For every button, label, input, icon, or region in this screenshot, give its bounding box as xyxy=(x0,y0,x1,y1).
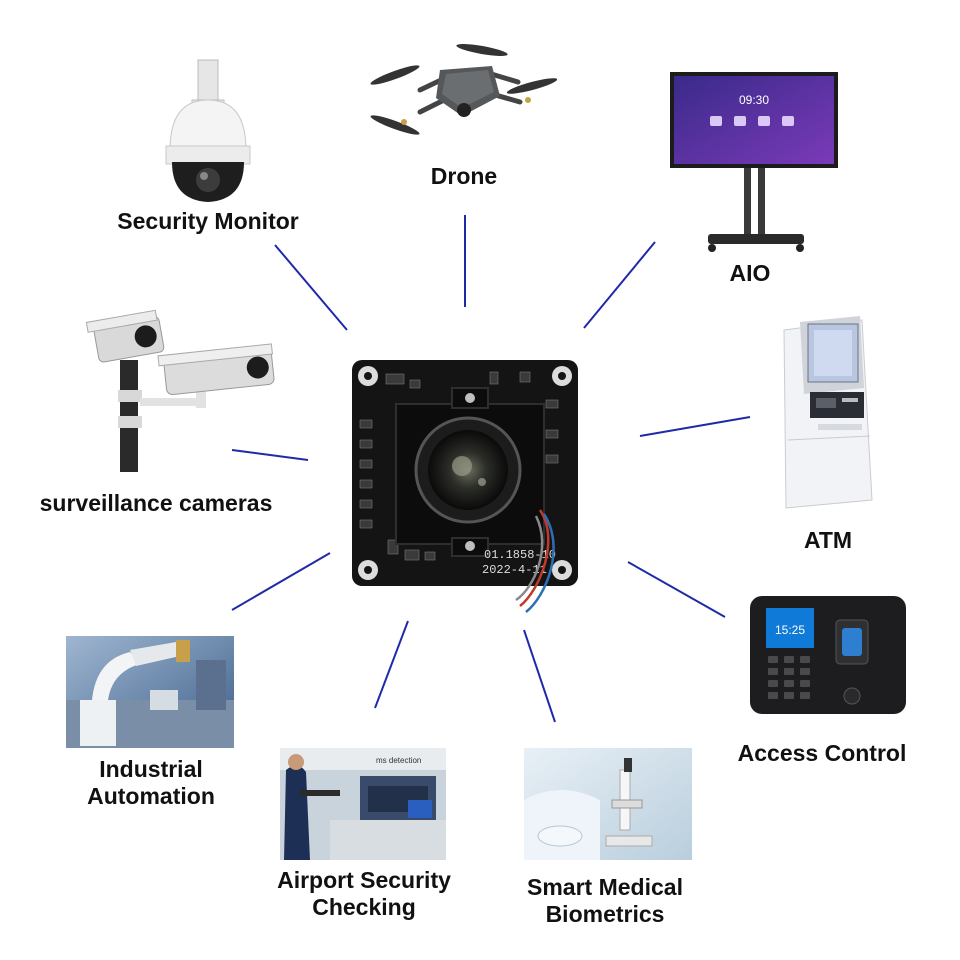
connector-smart-medical xyxy=(523,629,556,723)
connector-atm xyxy=(639,416,751,437)
label-aio: AIO xyxy=(700,260,800,287)
label-surveillance-cameras: surveillance cameras xyxy=(28,490,284,517)
drone-icon xyxy=(370,44,558,135)
label-smart-medical: Smart Medical Biometrics xyxy=(505,874,705,928)
label-access-control-line1: Access Control xyxy=(737,740,907,766)
label-atm-line1: ATM xyxy=(803,527,853,553)
fingerprint-terminal-icon: 15:25 xyxy=(750,596,906,714)
dome-camera-icon xyxy=(165,59,251,202)
aio-screen-time: 09:30 xyxy=(739,93,769,107)
access-screen-time: 15:25 xyxy=(775,623,805,637)
connector-surveillance-cameras xyxy=(231,449,309,461)
camera-module-board: 01.1858-10 2022-4-11 xyxy=(352,360,578,613)
connector-industrial-automation xyxy=(231,552,331,611)
connector-access-control xyxy=(627,561,726,618)
label-industrial-automation-line2: Automation xyxy=(87,783,215,809)
label-drone-line1: Drone xyxy=(430,163,498,189)
connector-aio xyxy=(583,241,656,329)
label-security-monitor-line1: Security Monitor xyxy=(117,208,299,234)
label-industrial-automation: Industrial Automation xyxy=(56,756,246,810)
robot-arm-icon xyxy=(66,636,234,748)
connector-lines xyxy=(231,215,751,723)
connector-airport-security xyxy=(374,620,409,709)
label-atm: ATM xyxy=(780,527,876,554)
label-surveillance-cameras-line1: surveillance cameras xyxy=(39,490,273,516)
label-security-monitor: Security Monitor xyxy=(98,208,318,235)
label-industrial-automation-line1: Industrial xyxy=(99,756,203,782)
label-airport-security-line1: Airport Security xyxy=(277,867,451,893)
board-wires xyxy=(515,509,555,613)
airport-sign-text: ms detection xyxy=(376,756,421,765)
label-airport-security: Airport Security Checking xyxy=(262,867,466,921)
label-aio-line1: AIO xyxy=(729,260,771,286)
smd-components xyxy=(359,371,559,561)
interactive-display-icon: 09:30 xyxy=(670,72,838,252)
label-smart-medical-line2: Biometrics xyxy=(545,901,665,927)
board-text-line2: 2022-4-11 xyxy=(482,563,547,577)
label-smart-medical-line1: Smart Medical xyxy=(527,874,683,900)
label-drone: Drone xyxy=(404,163,524,190)
label-access-control: Access Control xyxy=(722,740,922,767)
bullet-camera-icon xyxy=(85,309,275,472)
board-text-line1: 01.1858-10 xyxy=(484,548,556,562)
atm-icon xyxy=(783,316,873,509)
xray-scanner-icon: ms detection xyxy=(280,748,446,860)
connector-security-monitor xyxy=(274,244,348,331)
microscope-icon xyxy=(524,748,692,860)
label-airport-security-line2: Checking xyxy=(312,894,416,920)
